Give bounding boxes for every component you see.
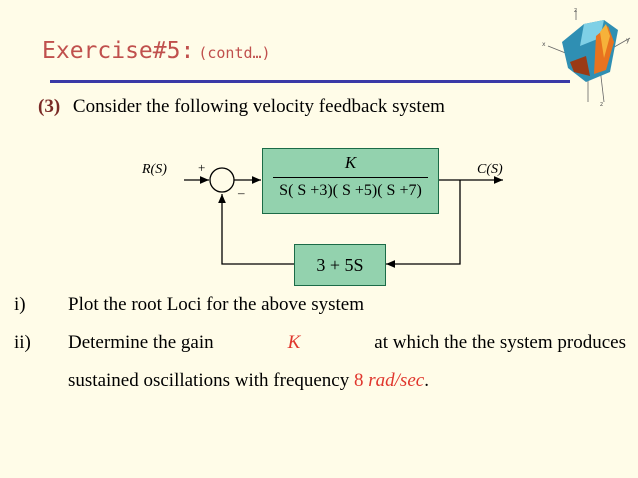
forward-denominator: S( S +3)( S +5)( S +7) (279, 182, 422, 199)
matlab-logo-icon: z x y z (542, 7, 631, 108)
output-label: C(S) (477, 162, 503, 177)
title-sub: (contd…) (198, 44, 271, 62)
forward-numerator: K (344, 153, 357, 172)
q2-line2-text: sustained oscillations with frequency (68, 370, 350, 391)
question-2-marker: ii) (14, 332, 31, 353)
q2-word-group: Determine the gain (68, 332, 214, 353)
frequency-unit: rad/sec (368, 370, 425, 391)
question-1-marker: i) (14, 294, 26, 315)
q2-period: . (424, 370, 429, 391)
svg-text:y: y (626, 37, 630, 44)
feedback-block: 3 + 5S (294, 244, 386, 286)
item-number: (3) (38, 96, 61, 117)
gain-symbol: K (287, 332, 301, 353)
title-main: Exercise#5: (42, 38, 195, 64)
forward-block: K S( S +3)( S +5)( S +7) (262, 148, 439, 214)
plus-sign: + (198, 160, 206, 175)
frequency-value: 8 (354, 370, 364, 391)
svg-text:z: z (574, 7, 577, 14)
svg-text:x: x (542, 41, 546, 48)
q2-word-group-2: at which the the system produces (374, 332, 626, 353)
question-1-text: Plot the root Loci for the above system (68, 294, 365, 315)
svg-text:z: z (600, 101, 603, 108)
slide-title: Exercise#5:(contd…) (42, 38, 271, 64)
input-label: R(S) (142, 162, 167, 177)
question-2-line-1: Determine the gain K at which the the sy… (68, 332, 626, 354)
item-text: Consider the following velocity feedback… (72, 96, 445, 117)
question-2-line-2: sustained oscillations with frequency 8 … (68, 370, 429, 392)
minus-sign: – (238, 185, 245, 200)
summing-junction (209, 167, 235, 193)
item-line: (3) Consider the following velocity feed… (38, 96, 445, 118)
feedback-block-label: 3 + 5S (316, 254, 364, 275)
title-underline (50, 80, 570, 83)
fraction-bar (273, 177, 428, 178)
